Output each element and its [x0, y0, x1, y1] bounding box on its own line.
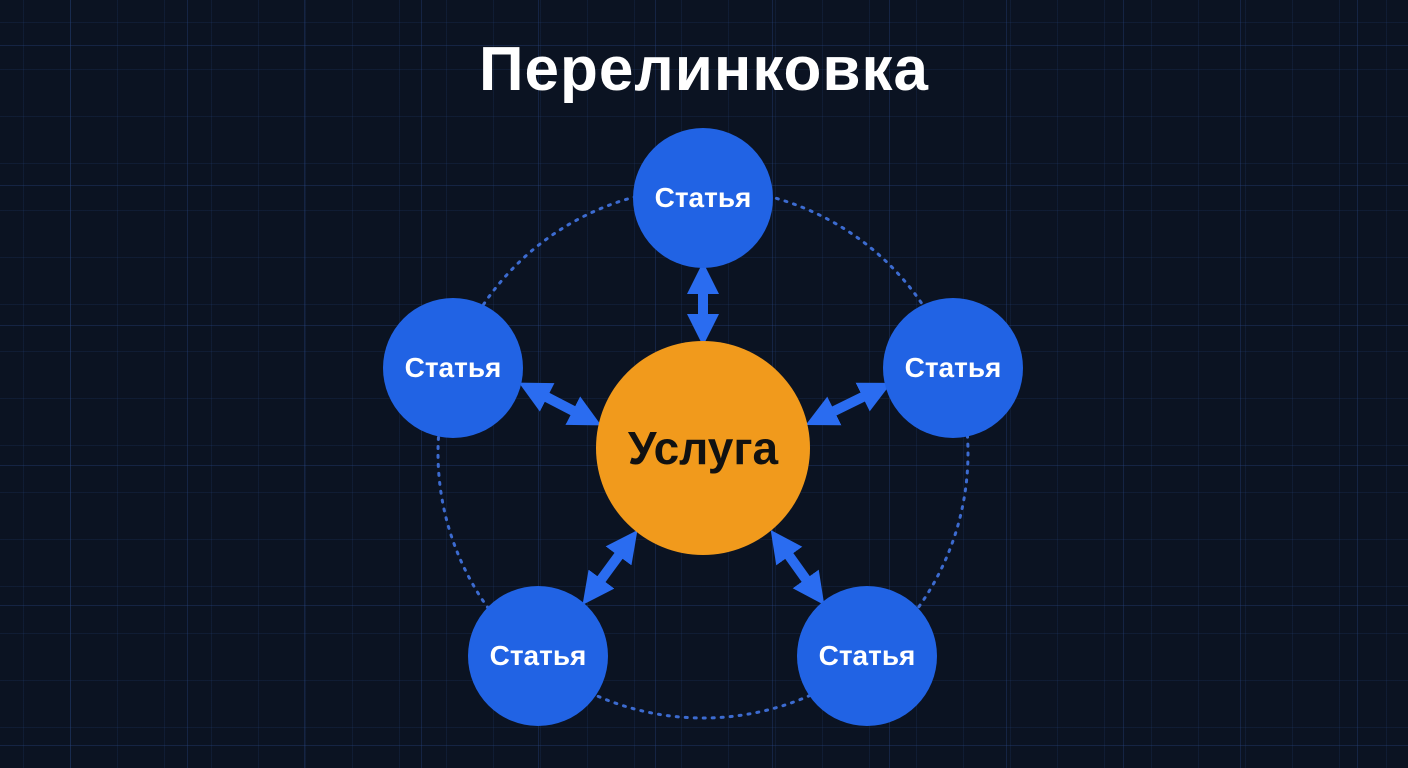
service-label: Услуга [627, 422, 779, 474]
article-node-top: Статья [633, 128, 773, 268]
article-label: Статья [489, 640, 587, 671]
article-node-bottom-left: Статья [468, 586, 608, 726]
article-label: Статья [654, 182, 752, 213]
article-node-left: Статья [383, 298, 523, 438]
arrow-bottom-right [770, 529, 825, 606]
article-label: Статья [404, 352, 502, 383]
page-title: Перелинковка [478, 35, 930, 104]
article-label: Статья [904, 352, 1002, 383]
arrow-bottom-left [582, 530, 638, 605]
article-label: Статья [818, 640, 916, 671]
article-node-bottom-right: Статья [797, 586, 937, 726]
article-node-right: Статья [883, 298, 1023, 438]
arrow-left [518, 382, 602, 426]
dotted-ring [436, 186, 970, 720]
service-node: Услуга [596, 341, 810, 555]
arrow-right [805, 382, 892, 426]
